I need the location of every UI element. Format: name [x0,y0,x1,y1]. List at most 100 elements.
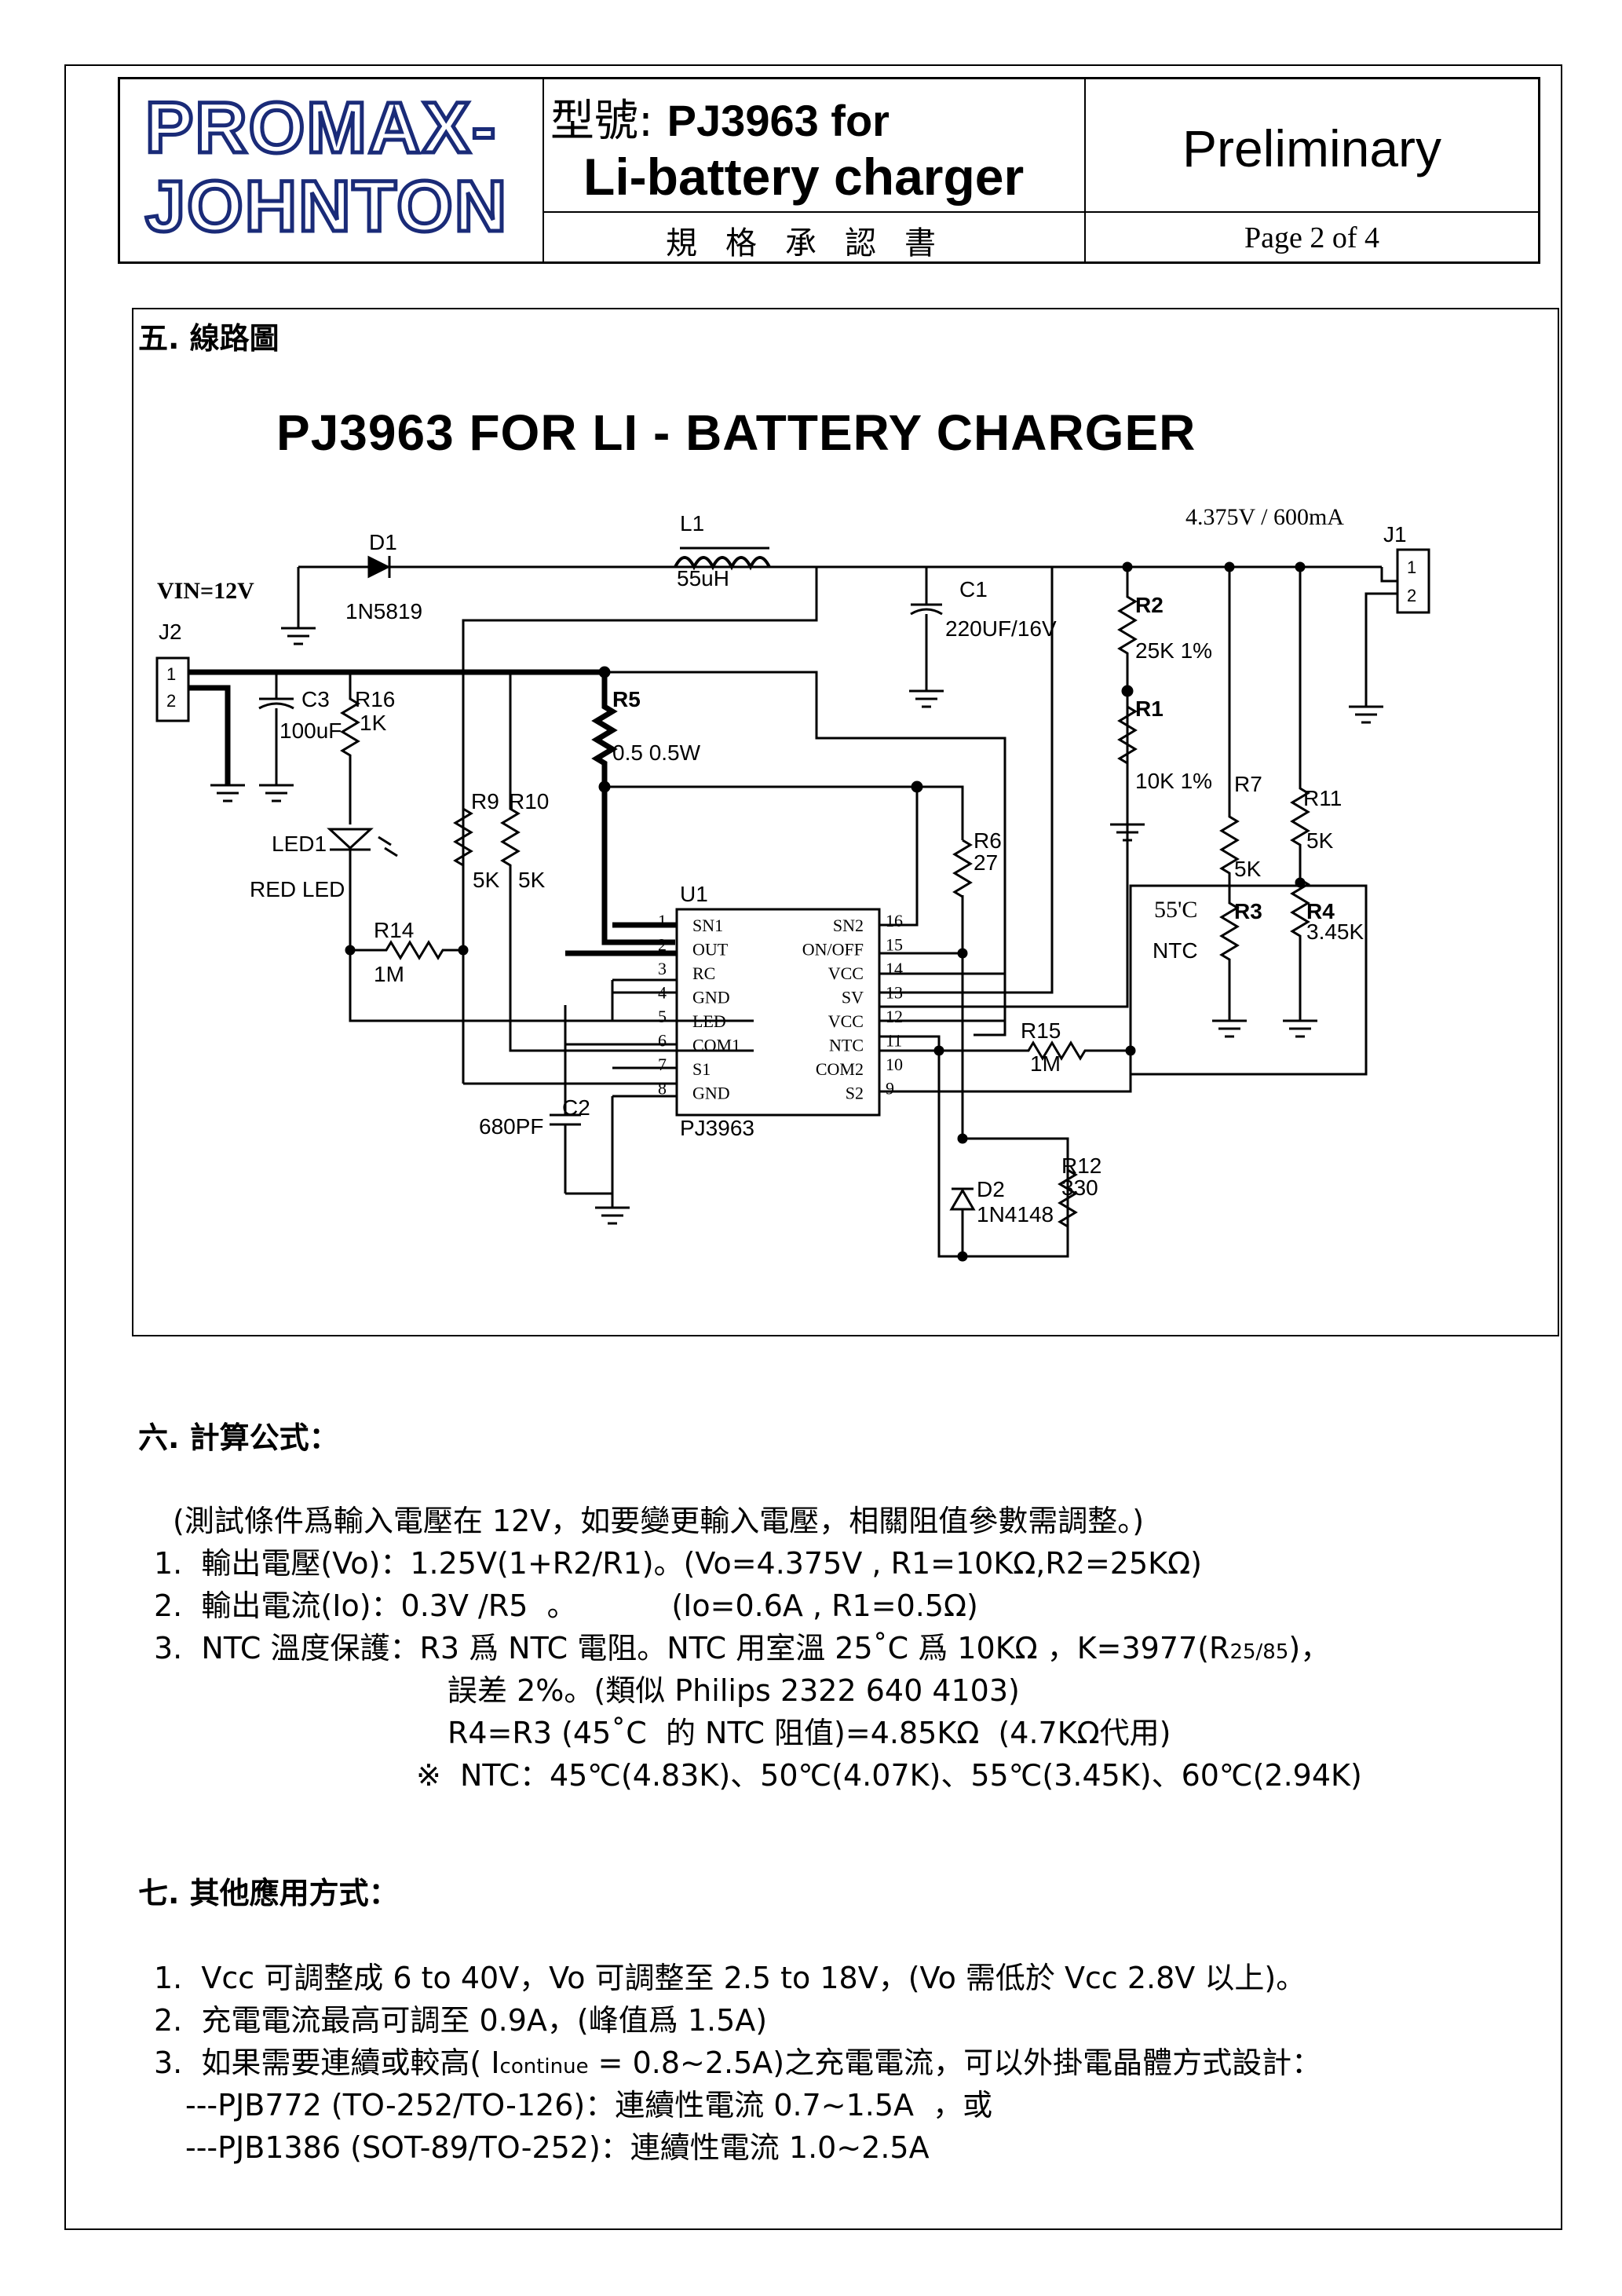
sn-wire [605,785,919,927]
l1-label: L1 [680,511,704,536]
j2-ground-wire [188,685,231,785]
r6-value: 27 [974,850,998,875]
header-table: PROMAX- JOHNTON 型號: PJ3963 for Li-batter… [118,77,1540,264]
ic-pin-name: S1 [692,1059,711,1079]
resistor-r14 [350,940,463,960]
ic-pin-name: VCC [828,963,864,983]
ic-pin-number: 3 [658,959,667,978]
diode-d2 [949,1187,976,1256]
ic-pin-name: COM2 [816,1059,864,1079]
ic-pin-number: 12 [886,1007,903,1026]
ground-symbol-r1 [1110,823,1145,842]
model-title-cell: 型號: PJ3963 for Li-battery charger [544,79,1086,213]
diode-d1 [367,555,391,579]
ic-pin-name: NTC [829,1036,864,1055]
company-logo-line2: JOHNTON [143,165,509,249]
ground-symbol-j2 [210,784,245,803]
ic-pin-number: 10 [886,1055,903,1074]
j2-pin2: 2 [166,691,176,711]
r4-value: 3.45K [1306,919,1364,944]
ntc-label: NTC [1153,938,1198,963]
calc-item-3-r4: R4=R3 (45˚C 的 NTC 阻值)=4.85KΩ (4.7KΩ代用) [448,1716,1171,1750]
j2-pin1: 1 [166,664,176,684]
r15-value: 1M [1030,1051,1061,1076]
resistor-r15 [879,884,1368,1076]
ic-pin-name: GND [692,1084,730,1103]
spec-label: 規格承認書 [666,225,964,261]
ic-pin-number: 1 [658,911,667,930]
page-frame [64,64,1562,2230]
j1-pin1: 1 [1407,558,1416,577]
ic-pin-number: 5 [658,1007,667,1026]
led-rays [378,835,398,857]
app-item-3-option-1: ---PJB772 (TO-252/TO-126)：連續性電流 0.7~1.5A… [185,2088,993,2122]
r7-value: 5K [1234,857,1262,881]
section7-title: 七. 其他應用方式： [138,1876,399,1910]
ic-pin-number: 7 [658,1055,667,1074]
resistor-r12 [963,1137,1078,1256]
resistor-r6 [952,839,973,958]
r6-label: R6 [974,828,1002,853]
ic-pin-name: ON/OFF [802,940,864,960]
ic-pin-number: 16 [886,911,903,930]
led-name: RED LED [250,877,345,901]
r10-label: R10 [509,789,549,813]
j1-pin2: 2 [1407,586,1416,605]
section5-title: 五. 線路圖 [138,321,279,356]
r5-value: 0.5 0.5W [612,740,701,765]
r16-label: R16 [355,687,395,711]
led-symbol [327,828,374,851]
app-item-2: 2. 充電電流最高可調至 0.9A，(峰值爲 1.5A) [154,2003,768,2038]
resistor-r5 [591,672,675,945]
calc-item-3-text: 3. NTC 溫度保護：R3 爲 NTC 電阻。NTC 用室溫 25˚C 爲 1… [154,1631,1230,1665]
c2-label: C2 [562,1095,590,1120]
model-name: PJ3963 for [667,96,890,145]
calc-test-note: (測試條件爲輸入電壓在 12V，如要變更輸入電壓，相關阻值參數需調整。) [173,1504,1145,1538]
ic-pin-name: SN1 [692,916,723,935]
ntc-temp-label: 55'C [1154,897,1197,923]
r6-wire [917,785,964,840]
r14-value: 1M [374,962,404,986]
ground-symbol-c1 [909,689,944,708]
d1-part: 1N5819 [345,599,422,623]
ic-pin-name: VCC [828,1011,864,1031]
ic-pin-name: COM1 [692,1036,740,1055]
ic-pin-number: 9 [886,1079,894,1099]
r9-label: R9 [471,789,499,813]
ic-pin-number: 2 [658,935,667,955]
r10-value: 5K [518,868,546,892]
calc-item-3: 3. NTC 溫度保護：R3 爲 NTC 電阻。NTC 用室溫 25˚C 爲 1… [154,1624,1330,1667]
ic-pin-name: OUT [692,940,729,960]
model-prefix: 型號: [550,96,667,147]
r1-value: 10K 1% [1135,769,1212,793]
c3-label: C3 [301,687,330,711]
ground-symbol-r3 [1212,1019,1247,1038]
model-subtitle: Li-battery charger [583,148,1025,206]
ic-pin-number: 11 [886,1031,902,1051]
capacitor-c1 [910,567,943,691]
app-item-1: 1. Vcc 可調整成 6 to 40V，Vo 可調整至 2.5 to 18V，… [154,1961,1306,1995]
app-item-3-option-2: ---PJB1386 (SOT-89/TO-252)：連續性電流 1.0~2.5… [185,2130,930,2165]
r15-label: R15 [1021,1018,1061,1043]
connector-j1 [1396,548,1430,614]
r16-value: 1K [360,711,387,735]
j1-label: J1 [1383,522,1407,547]
ic-pin-name: SN2 [833,916,864,935]
capacitor-c3 [258,672,294,785]
calc-item-3-subscript: 25/85 [1229,1640,1289,1664]
d2-part: 1N4148 [977,1202,1054,1227]
ic-pin-number: 14 [886,959,903,978]
ground-symbol-c2 [595,1206,630,1225]
ic-pin-number: 6 [658,1031,667,1051]
ground-symbol-vin [281,627,316,645]
r3-label: R3 [1234,899,1262,923]
feedback-wire-a [462,567,818,1084]
r2-label: R2 [1135,593,1164,617]
page-number: Page 2 of 4 [1244,221,1380,254]
resistor-r2-r1 [1117,567,1138,824]
output-voltage-label: 4.375V / 600mA [1185,504,1344,530]
ground-symbol-c3 [259,784,294,803]
app-item-3-pre: 3. 如果需要連續或較高( I [154,2046,500,2080]
r12-value: 330 [1061,1175,1098,1200]
ic-u1 [675,908,881,1117]
